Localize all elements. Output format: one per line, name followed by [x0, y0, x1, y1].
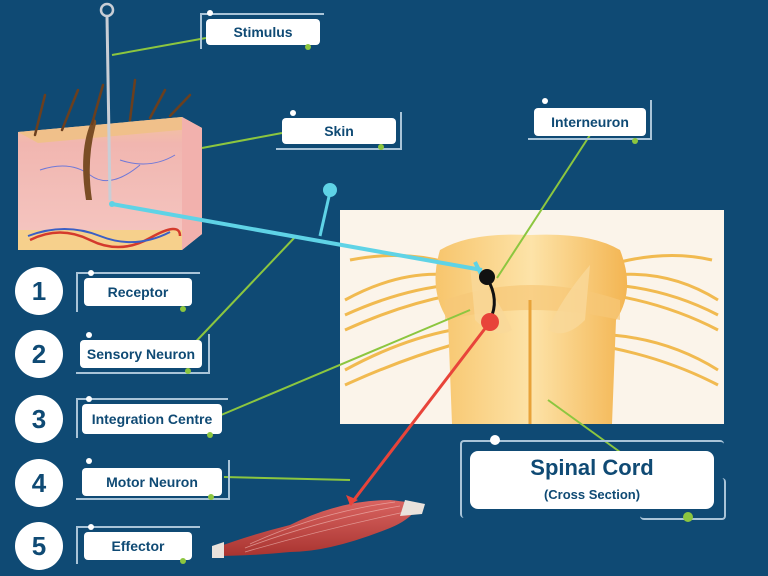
motor-pathway — [346, 313, 499, 506]
receptor-bracket — [76, 272, 200, 312]
sensory-neuron-bracket — [76, 334, 210, 374]
step-number-5: 5 — [15, 522, 63, 570]
motor-neuron-accent-dot — [208, 494, 214, 500]
skin-illustration — [18, 78, 202, 250]
pointer-line-sensory-neuron — [185, 235, 297, 353]
skin-dot — [290, 110, 296, 116]
motor-neuron-label: Motor Neuron — [82, 468, 222, 496]
spinal-cord-dot — [490, 435, 500, 445]
stimulus-dot — [207, 10, 213, 16]
spinal-cord-image — [340, 210, 724, 424]
interneuron-label: Interneuron — [534, 108, 646, 136]
effector-dot — [88, 524, 94, 530]
sensory-neuron-accent-dot — [185, 368, 191, 374]
step-number-1: 1 — [15, 267, 63, 315]
pointer-line-skin — [201, 132, 283, 149]
pointer-line-integration-centre — [213, 309, 471, 419]
integration-centre-label: Integration Centre — [82, 404, 222, 434]
pointer-line-stimulus — [111, 37, 207, 56]
effector-bracket — [76, 526, 200, 564]
effector-label: Effector — [84, 532, 192, 560]
receptor-dot — [88, 270, 94, 276]
pointer-line-spinal-cord — [547, 399, 621, 453]
integration-centre-bracket — [76, 398, 228, 438]
stimulus-bracket — [200, 13, 324, 49]
integration-centre-dot — [86, 396, 92, 402]
interneuron-dot — [542, 98, 548, 104]
step-number-4: 4 — [15, 459, 63, 507]
pointer-line-motor-neuron — [223, 476, 351, 481]
sensory-neuron-dot — [86, 332, 92, 338]
interneuron-accent-dot — [632, 138, 638, 144]
stimulus-needle — [99, 2, 115, 201]
spinal-cord-title: Spinal Cord — [530, 455, 654, 480]
interneuron-node — [479, 269, 495, 285]
pointer-line-interneuron — [496, 134, 591, 279]
receptor-label: Receptor — [84, 278, 192, 306]
integration-centre-accent-dot — [207, 432, 213, 438]
effector-accent-dot — [180, 558, 186, 564]
skin-accent-dot — [378, 144, 384, 150]
motor-neuron-dot — [86, 458, 92, 464]
step-number-3: 3 — [15, 395, 63, 443]
interneuron-bracket — [528, 100, 652, 140]
stimulus-accent-dot — [305, 44, 311, 50]
receptor-accent-dot — [180, 306, 186, 312]
spinal-cord-label-box: Spinal Cord (Cross Section) — [470, 451, 714, 509]
motor-neuron-bracket — [76, 460, 230, 500]
step-number-2: 2 — [15, 330, 63, 378]
muscle-illustration — [212, 500, 425, 558]
spinal-cord-bracket — [460, 440, 724, 518]
skin-bracket — [276, 112, 402, 150]
stimulus-label: Stimulus — [206, 19, 320, 45]
skin-label: Skin — [282, 118, 396, 144]
spinal-cord-subtitle: (Cross Section) — [543, 487, 641, 502]
spinal-cord-accent-dot — [683, 512, 693, 522]
sensory-neuron-label: Sensory Neuron — [80, 340, 202, 368]
